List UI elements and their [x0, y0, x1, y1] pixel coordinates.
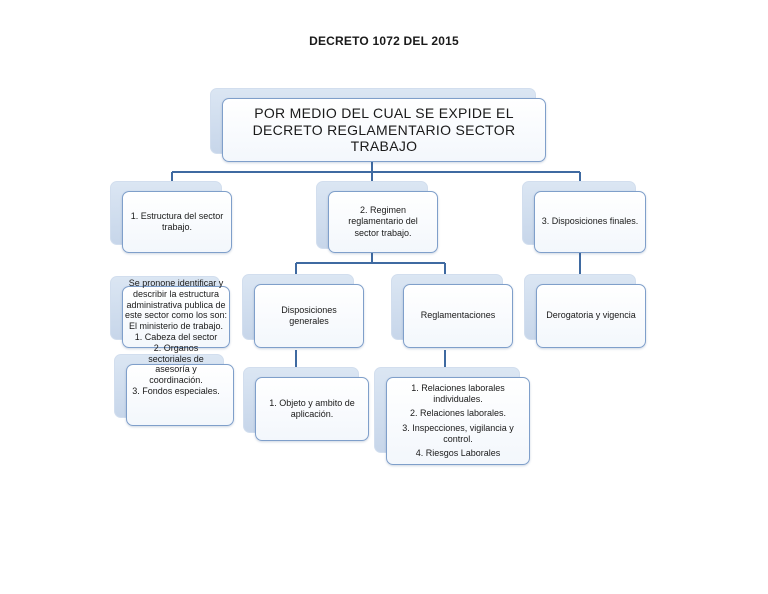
estructura-item-cabeza: 1. Cabeza del sector [134, 331, 218, 342]
disposiciones-generales-node: Disposiciones generales [254, 284, 364, 348]
reglamentaciones-label: Reglamentaciones [420, 310, 496, 321]
page-title: DECRETO 1072 DEL 2015 [309, 34, 459, 48]
reglamentaciones-item-inspecciones: 3. Inspecciones, vigilancia y control. [402, 422, 514, 444]
estructura-text-block: Se pronone identificar y describir la es… [120, 278, 232, 397]
regimen-node-label: 2. Regimen reglamentario del sector trab… [348, 205, 418, 238]
estructura-intro-text: Se pronone identificar y describir la es… [124, 278, 228, 332]
estructura-item-organos: 2. Organos sectoriales de asesoría y coo… [148, 342, 204, 386]
objeto-node: 1. Objeto y ambito de aplicación. [255, 377, 369, 441]
estructura-node: 1. Estructura del sector trabajo. [122, 191, 232, 253]
root-node-label: POR MEDIO DEL CUAL SE EXPIDE EL DECRETO … [252, 104, 516, 155]
disposiciones-finales-node-label: 3. Disposiciones finales. [541, 216, 639, 227]
root-node: POR MEDIO DEL CUAL SE EXPIDE EL DECRETO … [222, 98, 546, 162]
derogatoria-label: Derogatoria y vigencia [546, 310, 636, 321]
objeto-label: 1. Objeto y ambito de aplicación. [269, 397, 355, 419]
disposiciones-finales-node: 3. Disposiciones finales. [534, 191, 646, 253]
reglamentaciones-item-individuales: 1. Relaciones laborales individuales. [411, 382, 505, 404]
disposiciones-generales-label: Disposiciones generales [281, 304, 337, 326]
reglamentaciones-list-node: 1. Relaciones laborales individuales. 2.… [386, 377, 530, 465]
estructura-item-fondos: 3. Fondos especiales. [132, 385, 220, 396]
estructura-intro-node [122, 286, 230, 348]
derogatoria-node: Derogatoria y vigencia [536, 284, 646, 348]
estructura-node-label: 1. Estructura del sector trabajo. [130, 210, 224, 232]
reglamentaciones-item-riesgos: 4. Riesgos Laborales [415, 448, 501, 458]
estructura-items-node [126, 364, 234, 426]
reglamentaciones-item-relaciones: 2. Relaciones laborales. [409, 408, 507, 419]
regimen-node: 2. Regimen reglamentario del sector trab… [328, 191, 438, 253]
reglamentaciones-node: Reglamentaciones [403, 284, 513, 348]
